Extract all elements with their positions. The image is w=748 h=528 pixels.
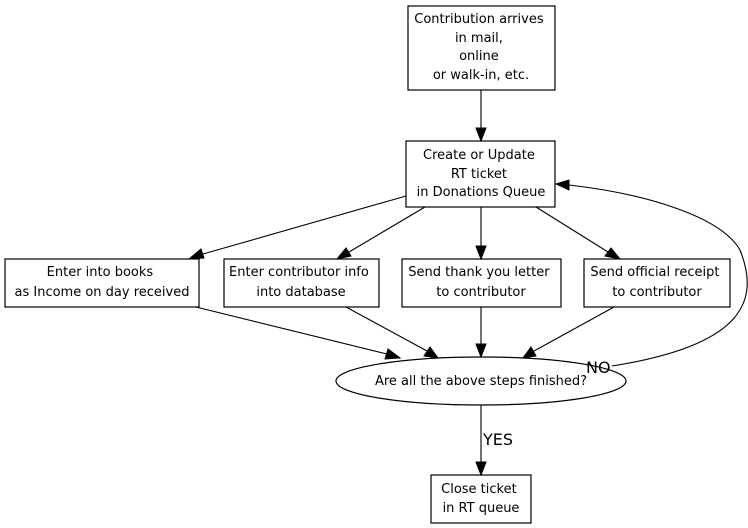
- edge-rt-ticket-to-thank-you: [475, 207, 487, 261]
- books-line-1: Enter into books: [47, 265, 154, 280]
- node-contribution-arrives: Contribution arrives in mail, online or …: [407, 5, 556, 91]
- node-enter-contributor-info: Enter contributor info into database: [223, 258, 380, 308]
- rt-ticket-line-3: in Donations Queue: [417, 185, 546, 200]
- arrowhead-icon: [475, 245, 487, 261]
- arrowhead-icon: [187, 248, 205, 260]
- yes-edge-label: YES: [482, 430, 513, 449]
- arrowhead-icon: [475, 127, 487, 143]
- svg-text:Send thank you letter to: Send thank you letter to contributor: [408, 265, 553, 300]
- receipt-line-1: Send official receipt: [590, 265, 719, 280]
- edge-rt-ticket-to-receipt: [535, 206, 622, 260]
- contribution-line-2: in mail,: [455, 31, 503, 46]
- no-edge-label: NO: [586, 358, 611, 377]
- decision-line-1: Are all the above steps finished?: [375, 374, 587, 389]
- edge-receipt-to-decision: [521, 306, 615, 359]
- arrowhead-icon: [521, 346, 537, 359]
- contribution-line-3: online: [459, 49, 499, 64]
- arrowhead-icon: [423, 346, 440, 359]
- svg-text:Close ticket in RT queue: Close ticket in RT queue: [441, 482, 521, 516]
- arrowhead-icon: [335, 247, 352, 260]
- database-line-2: into database: [256, 285, 345, 300]
- rt-ticket-line-2: RT ticket: [451, 167, 507, 182]
- node-enter-into-books: Enter into books as Income on day receiv…: [4, 258, 200, 308]
- svg-text:Create or Update RT tick: Create or Update RT ticket in Donations …: [417, 148, 546, 200]
- edge-database-to-decision: [345, 306, 440, 359]
- node-create-rt-ticket: Create or Update RT ticket in Donations …: [405, 140, 556, 208]
- close-line-1: Close ticket: [441, 482, 517, 497]
- svg-text:Enter contributor info i: Enter contributor info into database: [229, 265, 373, 300]
- node-send-thank-you-letter: Send thank you letter to contributor: [401, 258, 562, 308]
- thank-you-line-1: Send thank you letter: [408, 265, 550, 280]
- svg-text:Are all the above steps finish: Are all the above steps finished?: [375, 374, 587, 389]
- edge-decision-no-loop-to-rt-ticket: NO: [554, 179, 748, 377]
- svg-text:Send official receipt to: Send official receipt to contributor: [590, 265, 723, 300]
- node-send-official-receipt: Send official receipt to contributor: [583, 258, 731, 308]
- books-line-2: as Income on day received: [15, 285, 190, 300]
- node-decision-steps-finished: Are all the above steps finished?: [335, 356, 627, 406]
- svg-text:Enter into books as Inco: Enter into books as Income on day receiv…: [15, 265, 190, 300]
- arrowhead-icon: [475, 343, 487, 359]
- edge-thank-you-to-decision: [475, 307, 487, 359]
- rt-ticket-line-1: Create or Update: [423, 148, 535, 163]
- node-close-ticket: Close ticket in RT queue: [430, 474, 532, 524]
- edge-rt-ticket-to-books: [187, 195, 407, 260]
- edge-contribution-to-rt-ticket: [475, 90, 487, 143]
- thank-you-line-2: to contributor: [436, 285, 526, 300]
- receipt-line-2: to contributor: [612, 285, 702, 300]
- contribution-line-1: Contribution arrives: [414, 12, 544, 27]
- svg-text:Contribution arrives in: Contribution arrives in mail, online or …: [414, 12, 548, 83]
- arrowhead-icon: [604, 247, 622, 260]
- edge-decision-yes-to-close: YES: [475, 405, 513, 477]
- database-line-1: Enter contributor info: [229, 265, 369, 280]
- arrowhead-icon: [475, 461, 487, 477]
- edge-books-to-decision: [195, 306, 402, 360]
- arrowhead-icon: [554, 179, 570, 191]
- edge-rt-ticket-to-database: [335, 206, 426, 260]
- arrowhead-icon: [384, 348, 402, 360]
- contribution-line-4: or walk-in, etc.: [433, 68, 529, 83]
- close-line-2: in RT queue: [443, 501, 520, 516]
